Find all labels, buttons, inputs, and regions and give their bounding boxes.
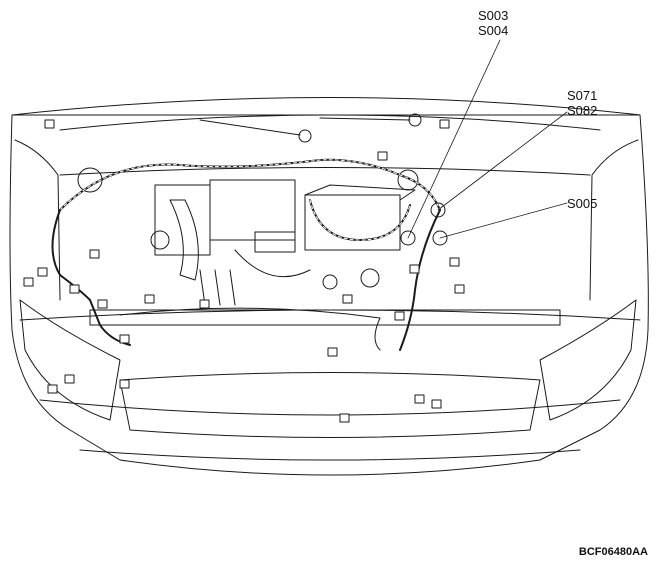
windshield-base (59, 114, 601, 131)
connector (69, 284, 80, 294)
connector (377, 151, 388, 161)
right-headlamp (539, 299, 637, 421)
harness-right (399, 209, 441, 351)
leader-line-s005 (439, 202, 568, 239)
harness-main-dashes (59, 159, 441, 211)
wiper-right (319, 117, 411, 121)
bumper-lower (39, 399, 621, 416)
splice-marker-s003-s004 (400, 230, 416, 246)
body-outline (9, 114, 649, 476)
connector (97, 299, 108, 309)
grille (119, 372, 541, 438)
splice-marker-s071-s082 (430, 202, 446, 218)
vehicle-body (9, 97, 649, 476)
engine-cover (209, 179, 296, 241)
hood-opening (59, 167, 591, 176)
wiper-left (199, 119, 301, 136)
connector (199, 299, 210, 309)
harness-main (59, 158, 441, 211)
connector (449, 257, 460, 267)
left-fender (14, 139, 61, 301)
connector (454, 284, 465, 294)
leader-lines (407, 39, 568, 239)
wipers (199, 113, 422, 143)
connector (47, 384, 58, 394)
leader-line-s003-s004 (407, 39, 501, 239)
harness-front (119, 307, 381, 319)
connector (414, 394, 425, 404)
intake-manifold (154, 184, 211, 256)
connector (119, 334, 130, 344)
splice-markers (400, 202, 448, 246)
splice-marker-s005 (432, 230, 448, 246)
connector (439, 119, 450, 129)
connector (44, 119, 55, 129)
connector (23, 277, 34, 287)
connector (37, 267, 48, 277)
connector (339, 413, 350, 423)
callout-label-s005: S005 (567, 196, 598, 211)
intake-duct (169, 199, 199, 281)
wiper-pivot-left (298, 129, 312, 143)
coolant-hose (234, 249, 311, 278)
harness-engine-loop (309, 199, 411, 241)
reservoir-cap (77, 167, 103, 193)
connector (144, 294, 155, 304)
throttle-body (254, 231, 296, 253)
connector (342, 294, 353, 304)
callout-label-s004: S004 (478, 23, 509, 38)
connector (431, 399, 442, 409)
connector (394, 311, 405, 321)
bumper-upper (19, 309, 641, 321)
left-headlamp (19, 299, 121, 421)
harness-front-right (374, 317, 381, 351)
engine (77, 167, 419, 306)
connector (64, 374, 75, 384)
wiper-pivot-right (408, 113, 422, 127)
connector (409, 264, 420, 274)
radiator-support (89, 309, 561, 326)
filler-cap (322, 274, 338, 290)
callout-label-s003: S003 (478, 8, 509, 23)
exhaust-pipes (199, 269, 236, 306)
callout-label-s082: S082 (567, 103, 598, 118)
cowl-line (11, 97, 641, 116)
fuse-box (304, 194, 401, 251)
fluid-cap (397, 169, 419, 191)
connector (327, 347, 338, 357)
front-fascia (79, 449, 581, 461)
harness-engine-loop-dashes (309, 199, 411, 241)
battery-cover (304, 184, 416, 201)
leader-line-s071-s082 (437, 111, 568, 211)
connector (89, 249, 100, 259)
connectors (23, 119, 465, 423)
radiator-cap (360, 268, 380, 288)
right-fender (589, 139, 639, 301)
callout-label-s071: S071 (567, 88, 598, 103)
oil-cap (150, 230, 170, 250)
connector (119, 379, 130, 389)
figure-code: BCF06480AA (578, 546, 648, 558)
